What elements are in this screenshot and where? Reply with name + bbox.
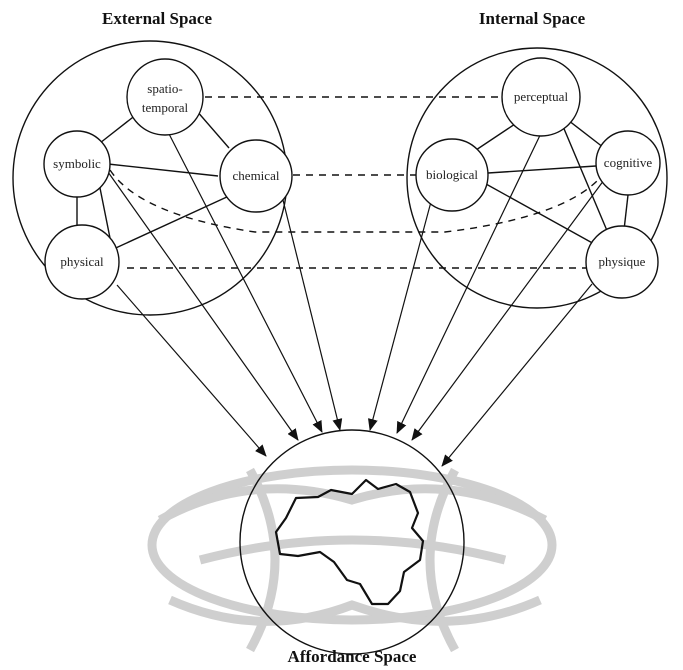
node-physical-label: physical — [60, 254, 104, 269]
node-perceptual-label: perceptual — [514, 89, 569, 104]
node-cognitive: cognitive — [595, 130, 661, 196]
internal-space-title: Internal Space — [479, 9, 586, 28]
edge-physical-chemical — [106, 195, 230, 253]
node-biological: biological — [415, 138, 489, 212]
node-physique-circle — [585, 225, 659, 299]
affordance-arrows — [107, 126, 605, 467]
node-physical: physical — [44, 224, 120, 300]
node-symbolic-circle — [43, 130, 111, 198]
node-cognitive-circle — [595, 130, 661, 196]
link-symbolic-cognitive — [109, 169, 599, 233]
node-physical-circle — [44, 224, 120, 300]
node-perceptual: perceptual — [501, 57, 581, 137]
arrow-physique — [441, 283, 593, 467]
edge-symbolic-physical-cross — [98, 182, 111, 239]
arrow-spatio-temporal — [166, 129, 323, 433]
external-space-title: External Space — [102, 9, 212, 28]
edge-perceptual-physique — [561, 123, 609, 234]
node-perceptual-circle — [501, 57, 581, 137]
node-biological-label: biological — [426, 167, 478, 182]
node-symbolic-label: symbolic — [53, 156, 101, 171]
edge-cognitive-physique — [623, 194, 629, 231]
watermark-emblem — [147, 465, 557, 653]
edge-symbolic-chemical — [107, 163, 219, 177]
edge-perceptual-biological — [472, 121, 519, 153]
node-symbolic: symbolic — [43, 130, 111, 198]
arrow-chemical — [282, 199, 343, 431]
arrow-physical — [116, 284, 267, 457]
node-spatio-temporal-label-1: spatio- — [147, 81, 182, 96]
node-chemical-circle — [219, 139, 293, 213]
edge-biological-cognitive — [487, 165, 597, 174]
affordance-space-title: Affordance Space — [288, 647, 417, 666]
internal-space-circle — [406, 47, 668, 309]
node-spatio-temporal-circle — [126, 58, 204, 136]
edge-spatio-chemical — [195, 109, 230, 149]
edge-spatio-symbolic — [99, 113, 138, 144]
node-spatio-temporal: spatio- temporal — [126, 58, 204, 136]
arrow-biological — [368, 197, 433, 431]
edge-biological-physique — [485, 183, 597, 246]
node-chemical-label: chemical — [233, 168, 280, 183]
dashed-links — [109, 96, 599, 269]
node-spatio-temporal-label-2: temporal — [142, 100, 189, 115]
affordance-space-circle — [239, 429, 465, 655]
node-physique-label: physique — [599, 254, 646, 269]
affordance-region-blob — [274, 478, 425, 606]
arrow-cognitive — [411, 179, 605, 441]
arrow-perceptual — [396, 126, 545, 434]
node-physique: physique — [585, 225, 659, 299]
node-chemical: chemical — [219, 139, 293, 213]
arrow-symbolic — [107, 171, 299, 441]
node-cognitive-label: cognitive — [604, 155, 653, 170]
node-biological-circle — [415, 138, 489, 212]
